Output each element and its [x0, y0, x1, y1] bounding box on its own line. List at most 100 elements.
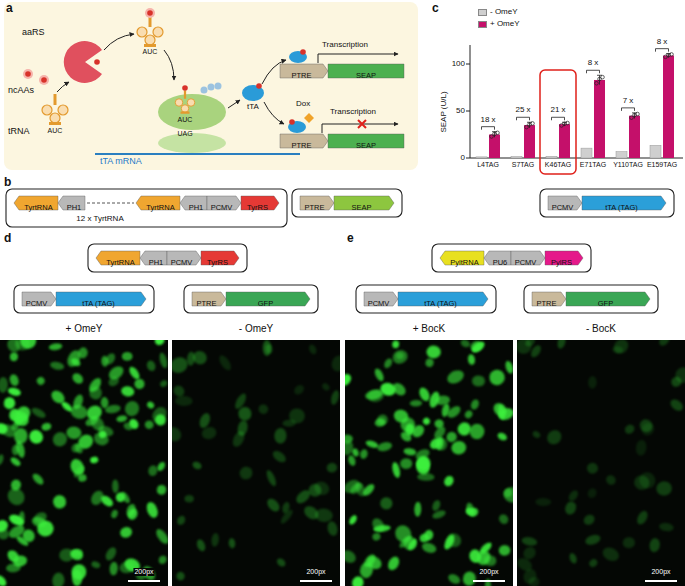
anticodon: AUC	[48, 127, 63, 135]
pathway-illustration	[94, 59, 100, 65]
micrograph	[442, 533, 456, 551]
micrograph	[175, 571, 185, 581]
tick-label: 100	[452, 60, 465, 69]
pathway-illustration	[256, 83, 262, 89]
micrograph	[428, 436, 444, 451]
promoter-arrow: PCMV	[207, 196, 241, 210]
micrograph	[115, 491, 126, 503]
transactivator-gene: tTA (TAG)	[582, 196, 666, 210]
micrograph	[410, 400, 423, 407]
micrograph	[110, 509, 119, 519]
micrograph	[450, 440, 467, 456]
part-label: PCMV	[207, 201, 241, 215]
micrograph	[345, 477, 362, 496]
bar-chart	[636, 112, 640, 116]
bar-chart	[517, 117, 530, 120]
plasmid-outline	[87, 203, 134, 204]
micrograph	[645, 580, 677, 582]
promoter-arrow: PCMV	[548, 196, 582, 210]
micrograph	[345, 548, 358, 566]
micrograph	[469, 340, 484, 353]
legend-text: - OmeY	[490, 8, 518, 17]
part-label: PCMV	[167, 256, 201, 270]
micrograph	[146, 359, 157, 372]
part-label: SEAP	[328, 69, 404, 83]
promoter-arrow: PTRE	[192, 292, 226, 306]
anticodon: AUC	[143, 48, 158, 56]
micrograph	[582, 513, 597, 527]
pathway-illustration	[300, 49, 306, 55]
micrograph	[535, 498, 551, 506]
pathway-illustration	[158, 94, 226, 130]
micrograph	[364, 388, 383, 401]
fold-change: 21 x	[550, 106, 565, 115]
micrograph	[378, 495, 394, 511]
micrograph	[72, 464, 87, 479]
promoter-arrow: PH1	[180, 196, 207, 210]
molecule-name: ncAAs	[8, 86, 34, 96]
micrograph	[0, 340, 168, 586]
trna-gene: TyrtRNA	[14, 196, 58, 210]
category-label: K46TAG	[545, 161, 571, 169]
part-label: PTRE	[280, 69, 328, 83]
micrograph	[502, 485, 513, 505]
pathway-illustration	[144, 44, 156, 47]
bar-chart	[540, 70, 576, 174]
micrograph	[373, 367, 385, 382]
micrograph	[417, 386, 431, 403]
micrograph	[431, 499, 442, 512]
bar-chart	[482, 127, 495, 130]
micrograph	[469, 423, 485, 440]
micrograph	[632, 473, 651, 491]
promoter-arrow: PTRE	[532, 292, 566, 306]
micrograph	[362, 552, 378, 569]
micrograph	[400, 458, 413, 469]
micrograph	[635, 509, 650, 526]
bar-chart	[595, 81, 599, 85]
micrograph	[359, 449, 369, 460]
micrograph	[106, 364, 126, 383]
promoter-arrow: PTRE	[280, 64, 328, 78]
fold-change: 8 x	[657, 38, 668, 47]
pathway-illustration	[4, 2, 418, 170]
micrograph	[89, 489, 106, 508]
part-label: PCMV	[22, 297, 56, 311]
part-label: TyrRS	[201, 256, 239, 270]
micrograph	[50, 429, 70, 449]
micrograph	[529, 344, 543, 359]
trna-gene: TyrtRNA	[96, 251, 140, 265]
fold-change: 7 x	[623, 97, 634, 106]
plasmid-outline	[356, 285, 496, 313]
micrograph	[435, 395, 451, 406]
micrograph	[69, 403, 90, 421]
pathway-illustration	[42, 94, 68, 125]
micrograph	[434, 418, 445, 429]
micrograph	[274, 428, 287, 444]
legend-text: + OmeY	[490, 20, 520, 29]
micrograph	[345, 434, 353, 444]
condition-label: - BocK	[586, 323, 616, 334]
micrograph	[187, 351, 196, 366]
reporter-gene: GFP	[226, 292, 310, 306]
part-label: SEAP	[334, 201, 394, 215]
micrograph	[153, 340, 166, 347]
plasmid-outline	[524, 285, 658, 313]
micrograph	[445, 368, 466, 387]
reporter-gene: GFP	[566, 292, 650, 306]
micrograph	[237, 406, 252, 421]
micrograph	[118, 560, 134, 574]
micrograph	[7, 386, 22, 397]
category-label: E71TAG	[580, 161, 606, 169]
bar-chart	[531, 122, 535, 126]
micrograph	[8, 513, 26, 528]
pathway-illustration	[201, 87, 208, 94]
bar-chart	[466, 111, 470, 112]
pathway-illustration	[145, 35, 155, 45]
micrograph	[391, 461, 402, 478]
micrograph	[281, 501, 291, 514]
micrograph	[195, 538, 207, 552]
pathway-illustration	[264, 102, 284, 124]
micrograph	[431, 509, 447, 520]
condition-label: + BocK	[413, 323, 446, 334]
micrograph	[365, 439, 379, 449]
